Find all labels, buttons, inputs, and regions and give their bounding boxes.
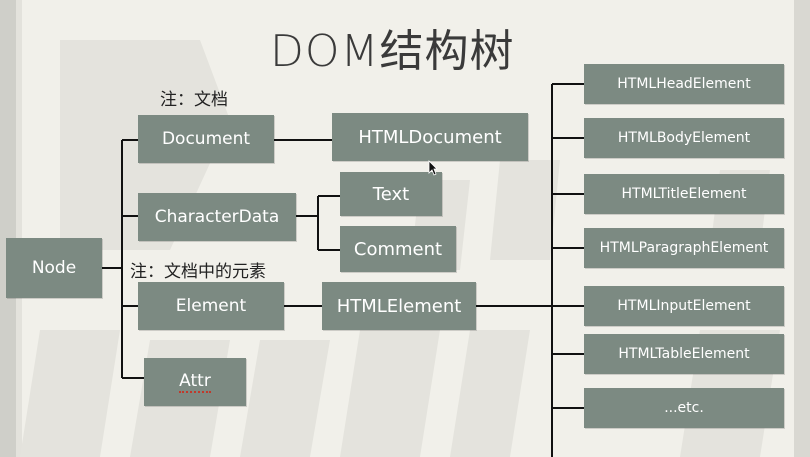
right-edge-strip bbox=[794, 0, 810, 457]
mouse-cursor-icon bbox=[428, 160, 438, 176]
attr-box: Attr bbox=[144, 358, 246, 406]
characterdata-box: CharacterData bbox=[138, 193, 296, 241]
htmlheadelement-box: HTMLHeadElement bbox=[584, 64, 784, 104]
htmlelement-box: HTMLElement bbox=[322, 282, 476, 330]
comment-box: Comment bbox=[340, 226, 456, 272]
attr-label: Attr bbox=[179, 371, 211, 393]
document-note: 注：文档 bbox=[160, 90, 228, 110]
htmltableelement-box: HTMLTableElement bbox=[584, 334, 784, 374]
htmlparagraphelement-box: HTMLParagraphElement bbox=[584, 228, 784, 268]
htmldocument-box: HTMLDocument bbox=[332, 113, 528, 161]
htmltitleelement-box: HTMLTitleElement bbox=[584, 174, 784, 214]
element-note: 注：文档中的元素 bbox=[130, 262, 266, 282]
page-title: DOM结构树 bbox=[270, 26, 515, 77]
document-box: Document bbox=[138, 115, 274, 163]
node-box: Node bbox=[6, 238, 102, 298]
left-edge-strip bbox=[0, 0, 16, 457]
element-box: Element bbox=[138, 282, 284, 330]
text-box: Text bbox=[340, 172, 442, 216]
etc-box: ...etc. bbox=[584, 388, 784, 428]
htmlbodyelement-box: HTMLBodyElement bbox=[584, 118, 784, 158]
left-edge-shadow bbox=[16, 0, 22, 457]
htmlinputelement-box: HTMLInputElement bbox=[584, 286, 784, 326]
